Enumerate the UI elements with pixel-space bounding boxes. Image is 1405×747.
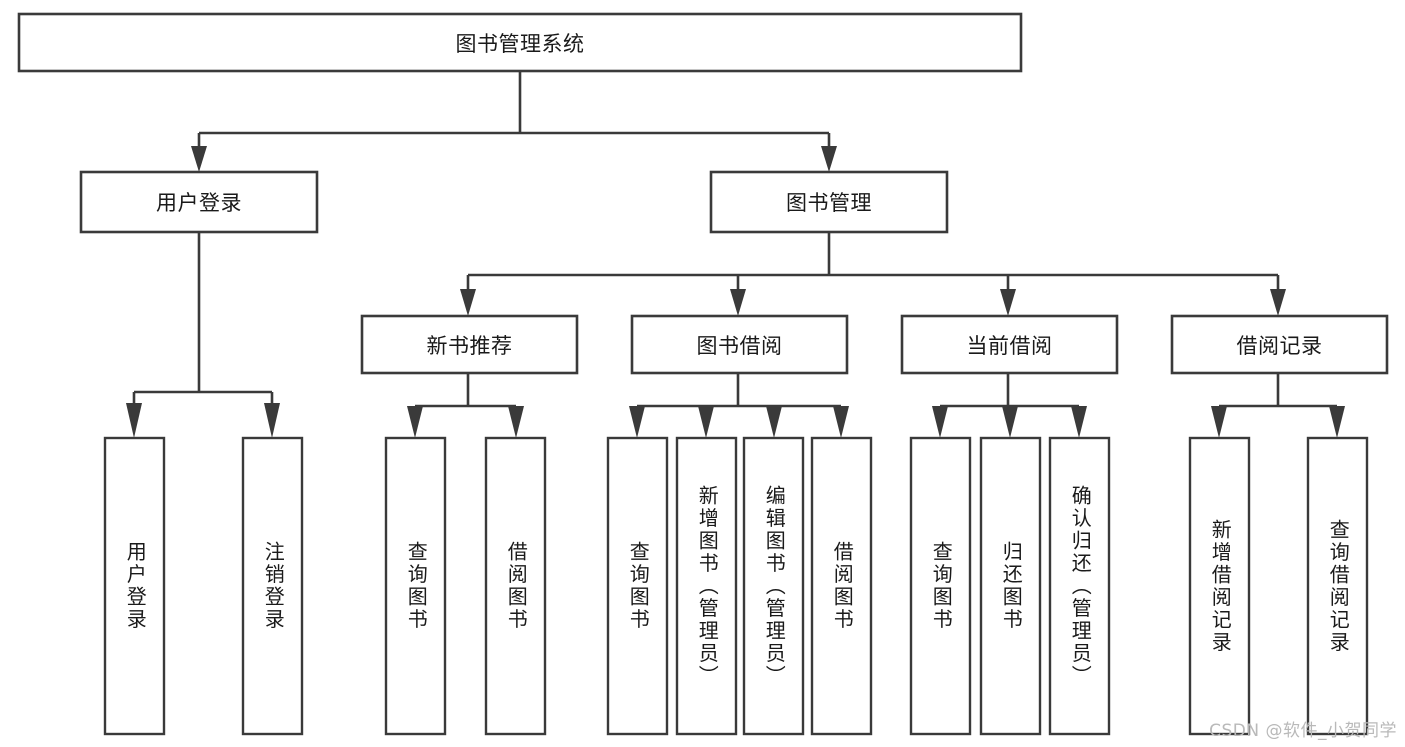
arrow-to-current-borrow (1000, 289, 1016, 316)
node-leaf-borrow-book-2-box[interactable] (810, 436, 873, 736)
node-leaf-add-book-box[interactable] (675, 436, 738, 736)
arrow-to-leaf-query-record (1329, 406, 1345, 438)
node-leaf-edit-book-box[interactable] (742, 436, 805, 736)
arrow-to-book-borrow (730, 289, 746, 316)
arrow-to-leaf-query-book-2 (629, 406, 645, 438)
node-borrow-record-box[interactable] (1170, 314, 1389, 375)
node-leaf-borrow-book-1-box[interactable] (484, 436, 547, 736)
node-leaf-return-book-box[interactable] (979, 436, 1042, 736)
arrow-to-leaf-borrow-book-1 (508, 406, 524, 438)
node-root-box[interactable] (17, 12, 1023, 73)
node-leaf-user-login-box[interactable] (103, 436, 166, 736)
arrow-to-leaf-query-book-1 (407, 406, 423, 438)
watermark-text: CSDN @软件_小贺同学 (1209, 721, 1397, 741)
node-book-borrow-box[interactable] (630, 314, 849, 375)
node-leaf-user-logout-box[interactable] (241, 436, 304, 736)
arrow-to-leaf-user-login (126, 403, 142, 438)
arrow-to-leaf-query-book-3 (932, 406, 948, 438)
arrow-to-new-book-recommend (460, 289, 476, 316)
arrow-to-leaf-borrow-book-2 (833, 406, 849, 438)
arrow-to-borrow-record (1270, 289, 1286, 316)
node-leaf-confirm-return-box[interactable] (1048, 436, 1111, 736)
node-leaf-add-record-box[interactable] (1188, 436, 1251, 736)
node-leaf-query-book-2-box[interactable] (606, 436, 669, 736)
node-current-borrow-box[interactable] (900, 314, 1119, 375)
arrow-root-to-book-manage (821, 146, 837, 172)
node-leaf-query-book-3-box[interactable] (909, 436, 972, 736)
arrow-root-to-user-login (191, 146, 207, 172)
node-book-manage-box[interactable] (709, 170, 949, 234)
node-new-book-recommend-box[interactable] (360, 314, 579, 375)
node-leaf-query-record-box[interactable] (1306, 436, 1369, 736)
arrow-to-leaf-user-logout (264, 403, 280, 438)
arrow-to-leaf-add-record (1211, 406, 1227, 438)
arrow-to-leaf-return-book (1002, 406, 1018, 438)
arrow-to-leaf-confirm-return (1071, 406, 1087, 438)
node-user-login-box[interactable] (79, 170, 319, 234)
arrow-to-leaf-add-book (698, 406, 714, 438)
arrow-to-leaf-edit-book (766, 406, 782, 438)
node-leaf-query-book-1-box[interactable] (384, 436, 447, 736)
